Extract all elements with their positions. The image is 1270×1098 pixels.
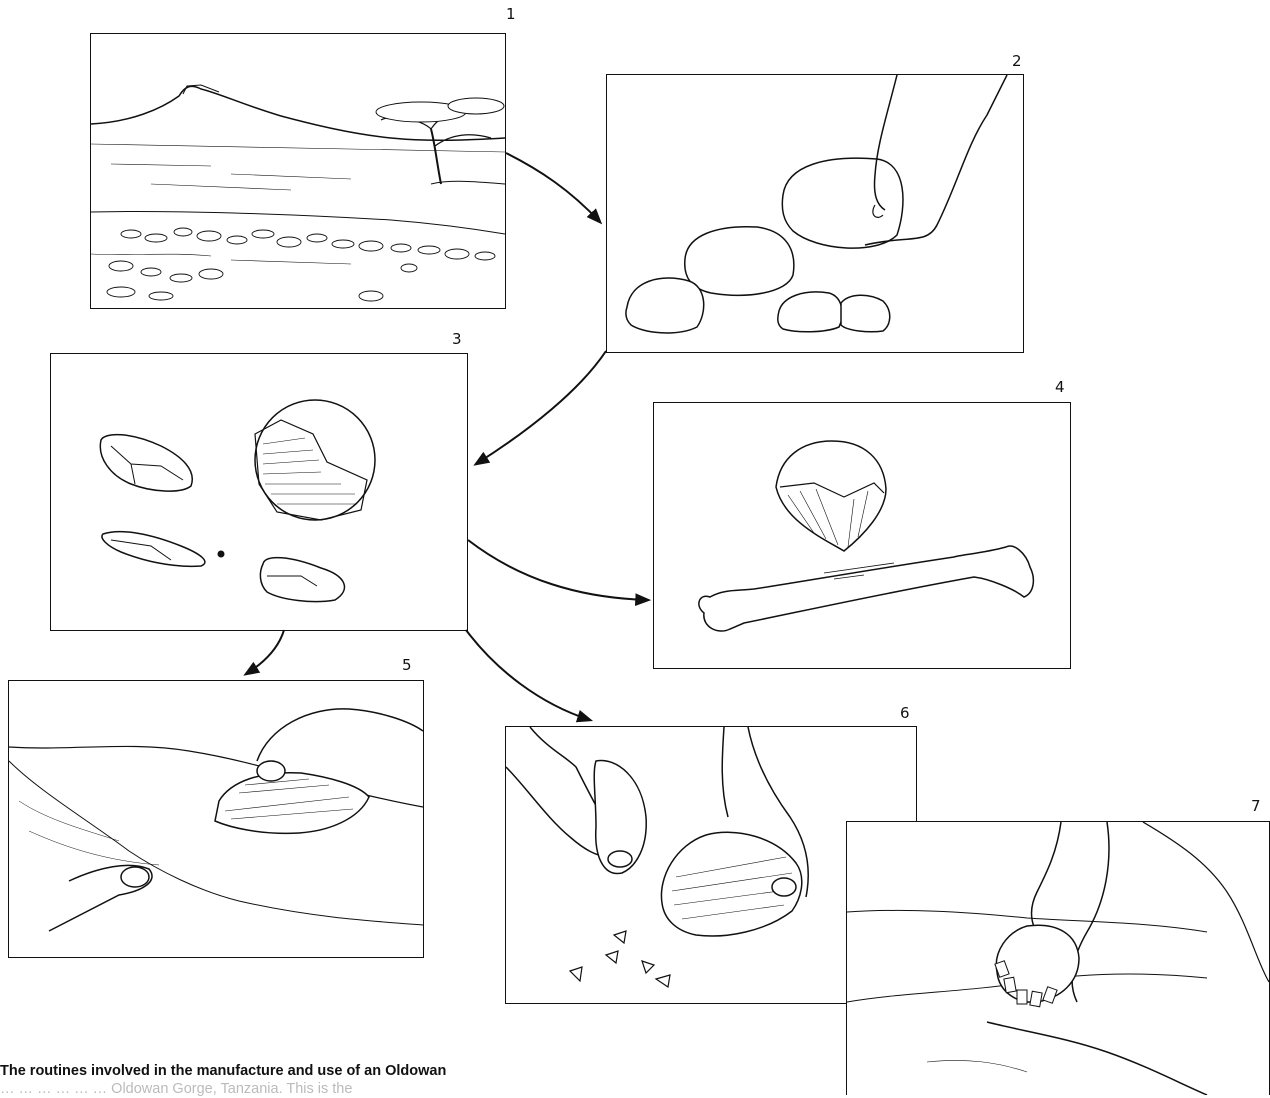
step-number-6: 6 (900, 704, 910, 722)
retouched-tool-use-illustration (847, 822, 1269, 1095)
stones-and-hand-illustration (607, 75, 1023, 352)
step-number-3: 3 (452, 330, 462, 348)
caption-line-2: … … … … … … Oldowan Gorge, Tanzania. Thi… (0, 1080, 800, 1098)
panel-5-cutting-hide (8, 680, 424, 958)
step-number-5: 5 (402, 656, 412, 674)
step-number-4: 4 (1055, 378, 1065, 396)
step-number-7: 7 (1251, 797, 1261, 815)
landscape-illustration (91, 34, 505, 308)
caption-line-1: The routines involved in the manufacture… (0, 1062, 800, 1080)
arrow-1-to-2 (506, 153, 600, 222)
figure-caption: The routines involved in the manufacture… (0, 1062, 800, 1098)
panel-1-landscape (90, 33, 506, 309)
panel-7-using-retouched-tool (846, 821, 1270, 1095)
arrow-3-to-4 (468, 540, 648, 600)
panel-4-chopper-and-bone (653, 402, 1071, 669)
arrow-2-to-3 (476, 351, 606, 464)
panel-3-flaked-stones (50, 353, 468, 631)
step-number-2: 2 (1012, 52, 1022, 70)
arrow-3-to-6 (466, 630, 590, 720)
flakes-and-core-illustration (51, 354, 467, 630)
chopper-and-bone-illustration (654, 403, 1070, 668)
step-number-1: 1 (506, 5, 516, 23)
cutting-hide-illustration (9, 681, 423, 957)
arrow-3-to-5 (246, 630, 284, 674)
panel-2-selecting-stones (606, 74, 1024, 353)
